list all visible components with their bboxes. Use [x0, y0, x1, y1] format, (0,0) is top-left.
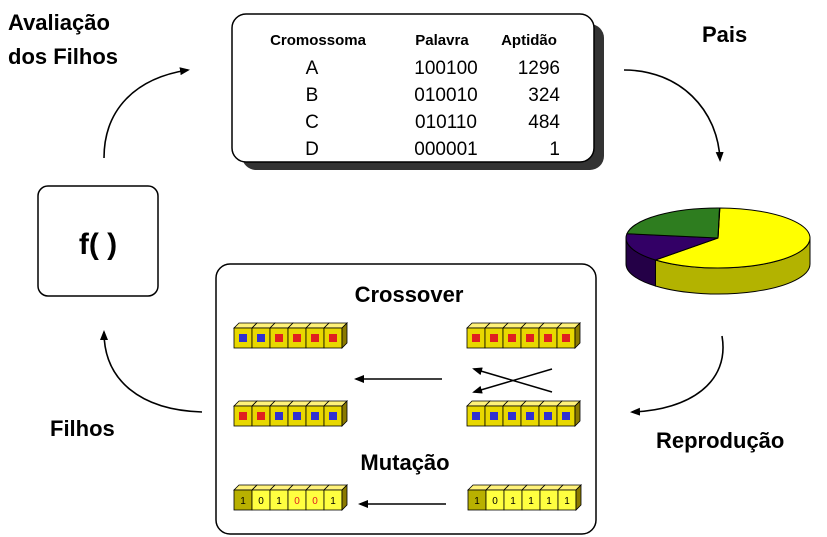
red-gene-marker — [490, 334, 498, 342]
blue-gene-marker — [293, 412, 301, 420]
table-cell-word-a: 100100 — [414, 58, 477, 79]
gene-bit: 1 — [546, 496, 552, 507]
gene-bit: 1 — [564, 496, 570, 507]
gene-bit: 1 — [240, 496, 246, 507]
crossover-child-bottom — [233, 400, 348, 427]
red-gene-marker — [562, 334, 570, 342]
red-gene-marker — [257, 412, 265, 420]
chromosome-strips: 1 0 1 0 0 1 1 0 1 1 1 1 — [233, 322, 582, 511]
blue-gene-marker — [257, 334, 265, 342]
gene-bit: 0 — [492, 496, 498, 507]
table-cell-fitness-a: 1296 — [518, 58, 560, 79]
table-cell-chromosome-b: B — [306, 85, 319, 106]
red-gene-marker — [275, 334, 283, 342]
blue-gene-marker — [526, 412, 534, 420]
blue-gene-marker — [562, 412, 570, 420]
table-cell-fitness-b: 324 — [528, 85, 560, 106]
table-cell-word-b: 010010 — [414, 85, 477, 106]
arrow-children-to-evaluation — [100, 330, 203, 413]
gene-bit: 1 — [330, 496, 336, 507]
gene-bit: 0 — [258, 496, 264, 507]
gene-cell-side — [341, 322, 348, 349]
mutation-parent: 1 0 1 1 1 1 — [467, 484, 582, 511]
label-avaliacao-line2: dos Filhos — [8, 44, 118, 69]
arrow-population-to-selection — [623, 69, 724, 162]
gene-bit: 1 — [276, 496, 282, 507]
gene-bit: 1 — [528, 496, 534, 507]
red-gene-marker — [544, 334, 552, 342]
fitness-function-text: f( ) — [79, 228, 117, 261]
gene-cell-side — [575, 484, 582, 511]
gene-cell-side — [574, 400, 581, 427]
blue-gene-marker — [508, 412, 516, 420]
gene-bit: 1 — [510, 496, 516, 507]
fitness-function-box — [37, 185, 159, 297]
blue-gene-marker — [544, 412, 552, 420]
gene-bit: 0 — [312, 496, 318, 507]
population-table: Cromossoma Palavra Aptidão A 100100 1296… — [270, 32, 560, 160]
pie-slice-c — [626, 207, 721, 239]
blue-gene-marker — [311, 412, 319, 420]
gene-cell-side — [574, 322, 581, 349]
pie-slice-b — [625, 233, 719, 261]
red-gene-marker — [293, 334, 301, 342]
red-gene-marker — [239, 412, 247, 420]
arrow-selection-to-operators — [630, 335, 724, 416]
gene-bit: 1 — [474, 496, 480, 507]
mutation-child: 1 0 1 0 0 1 — [233, 484, 348, 511]
table-cell-chromosome-a: A — [306, 58, 319, 79]
blue-gene-marker — [472, 412, 480, 420]
gene-cell-side — [341, 400, 348, 427]
table-cell-chromosome-c: C — [305, 112, 319, 133]
table-cell-fitness-c: 484 — [528, 112, 560, 133]
blue-gene-marker — [239, 334, 247, 342]
crossover-cross-arrow-up — [472, 367, 553, 393]
label-filhos: Filhos — [50, 416, 115, 441]
label-pais: Pais — [702, 22, 747, 47]
table-header-palavra: Palavra — [415, 32, 469, 49]
red-gene-marker — [508, 334, 516, 342]
pie-slice-d — [717, 207, 721, 239]
table-cell-word-c: 010110 — [415, 112, 477, 133]
gene-bit: 0 — [294, 496, 300, 507]
gene-cell-side — [341, 484, 348, 511]
arrow-evaluation-to-population — [103, 67, 190, 159]
red-gene-marker — [526, 334, 534, 342]
label-avaliacao-line1: Avaliação — [8, 10, 110, 35]
roulette-pie-chart — [625, 207, 811, 295]
label-reproducao: Reprodução — [656, 428, 784, 453]
red-gene-marker — [311, 334, 319, 342]
pie-slice-a — [653, 207, 811, 269]
population-table-box — [231, 13, 595, 163]
blue-gene-marker — [275, 412, 283, 420]
table-header-cromossoma: Cromossoma — [270, 32, 367, 49]
table-cell-word-d: 000001 — [414, 139, 477, 160]
table-cell-chromosome-d: D — [305, 139, 319, 160]
blue-gene-marker — [490, 412, 498, 420]
crossover-parent-bottom — [466, 400, 581, 427]
crossover-parent-top — [466, 322, 581, 349]
red-gene-marker — [329, 334, 337, 342]
table-cell-fitness-d: 1 — [549, 139, 560, 160]
blue-gene-marker — [329, 412, 337, 420]
mutation-title: Mutação — [360, 450, 449, 475]
table-header-aptidao: Aptidão — [501, 32, 557, 49]
crossover-title: Crossover — [355, 282, 464, 307]
red-gene-marker — [472, 334, 480, 342]
crossover-child-top — [233, 322, 348, 349]
